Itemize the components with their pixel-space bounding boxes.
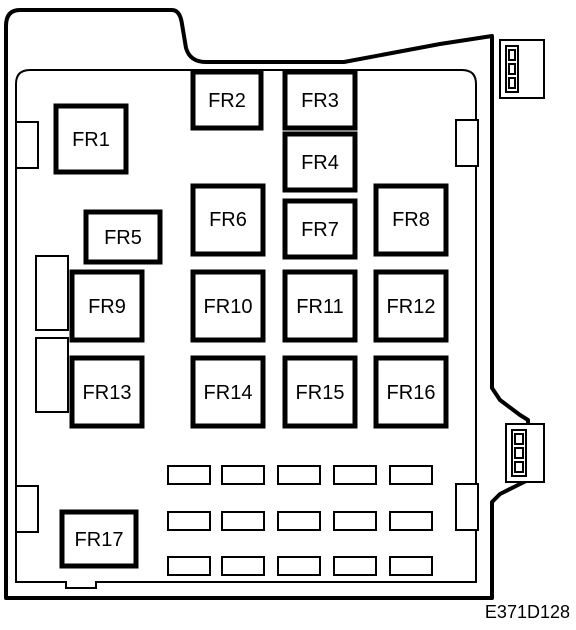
fuse-label-fr9: FR9 bbox=[88, 296, 126, 318]
mini-fuse-slot[interactable] bbox=[389, 556, 433, 576]
fuse-fr8[interactable]: FR8 bbox=[373, 183, 449, 257]
fuse-label-fr8: FR8 bbox=[392, 209, 430, 231]
diagram-code: E371D128 bbox=[485, 602, 570, 622]
mini-fuse-slot[interactable] bbox=[221, 511, 265, 531]
fuse-label-fr5: FR5 bbox=[104, 227, 142, 249]
fuse-panel-border bbox=[15, 69, 477, 589]
mini-fuse-slot[interactable] bbox=[333, 556, 377, 576]
mini-fuse-slot[interactable] bbox=[167, 465, 211, 485]
mini-fuse-slot[interactable] bbox=[277, 465, 321, 485]
mini-fuse-slot[interactable] bbox=[389, 511, 433, 531]
fuse-label-fr1: FR1 bbox=[72, 129, 110, 151]
relay-slot-lower bbox=[35, 337, 69, 413]
fuse-label-fr4: FR4 bbox=[301, 152, 339, 174]
fuse-label-fr12: FR12 bbox=[387, 296, 436, 318]
fuse-fr14[interactable]: FR14 bbox=[190, 355, 266, 429]
fuse-fr2[interactable]: FR2 bbox=[190, 69, 264, 131]
fuse-fr12[interactable]: FR12 bbox=[373, 269, 449, 343]
fuse-label-fr6: FR6 bbox=[209, 209, 247, 231]
fuse-label-fr16: FR16 bbox=[387, 382, 436, 404]
fuse-fr10[interactable]: FR10 bbox=[190, 269, 266, 343]
clip-right-bottom bbox=[455, 483, 479, 531]
fuse-label-fr7: FR7 bbox=[301, 219, 339, 241]
fuse-fr1[interactable]: FR1 bbox=[53, 103, 129, 175]
mini-fuse-slot[interactable] bbox=[221, 465, 265, 485]
fuse-fr9[interactable]: FR9 bbox=[69, 269, 145, 343]
fuse-label-fr11: FR11 bbox=[296, 296, 343, 318]
mini-fuse-slot[interactable] bbox=[167, 511, 211, 531]
fuse-fr6[interactable]: FR6 bbox=[190, 183, 266, 257]
mini-fuse-slot[interactable] bbox=[167, 556, 211, 576]
fuse-fr16[interactable]: FR16 bbox=[373, 355, 449, 429]
mini-fuse-slot[interactable] bbox=[333, 511, 377, 531]
fuse-label-fr2: FR2 bbox=[208, 90, 246, 112]
fuse-fr7[interactable]: FR7 bbox=[282, 198, 358, 260]
clip-right-top bbox=[455, 119, 479, 167]
connector-bottom-right bbox=[505, 423, 545, 483]
fuse-label-fr3: FR3 bbox=[301, 90, 339, 112]
fuse-fr11[interactable]: FR11 bbox=[282, 269, 358, 343]
mini-fuse-slot[interactable] bbox=[277, 556, 321, 576]
fuse-fr4[interactable]: FR4 bbox=[282, 131, 358, 193]
fuse-label-fr13: FR13 bbox=[83, 382, 132, 404]
clip-left-top bbox=[15, 121, 39, 169]
fuse-fr13[interactable]: FR13 bbox=[69, 355, 145, 429]
fuse-fr17[interactable]: FR17 bbox=[59, 509, 139, 569]
fuse-fr5[interactable]: FR5 bbox=[83, 209, 163, 265]
mini-fuse-slots bbox=[167, 465, 433, 576]
connector-top-right bbox=[499, 39, 545, 99]
fuse-fr15[interactable]: FR15 bbox=[282, 355, 358, 429]
mini-fuse-slot[interactable] bbox=[277, 511, 321, 531]
fuse-fr3[interactable]: FR3 bbox=[282, 69, 358, 131]
fuse-label-fr15: FR15 bbox=[296, 382, 345, 404]
fuse-label-fr14: FR14 bbox=[204, 382, 253, 404]
mini-fuse-slot[interactable] bbox=[333, 465, 377, 485]
mini-fuse-slot[interactable] bbox=[389, 465, 433, 485]
fuse-box-housing bbox=[4, 8, 530, 600]
relay-slot-upper bbox=[35, 255, 69, 331]
clip-left-bottom bbox=[15, 485, 39, 533]
mini-fuse-slot[interactable] bbox=[221, 556, 265, 576]
fuse-label-fr17: FR17 bbox=[75, 529, 124, 551]
fuse-label-fr10: FR10 bbox=[204, 296, 253, 318]
